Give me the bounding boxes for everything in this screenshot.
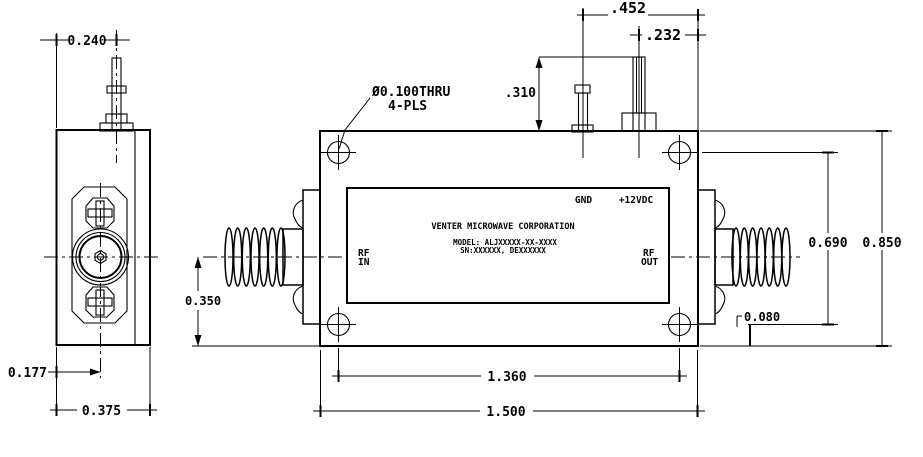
- side-body: [55, 129, 151, 346]
- rf-out-flange-scallop-bottom: [714, 285, 726, 315]
- rf-out-flange-scallop-top: [714, 199, 726, 229]
- dim-text-0350: 0.350: [185, 294, 221, 308]
- callout-leader: [338, 97, 371, 150]
- mounting-hole-bottom-right: [662, 307, 697, 342]
- dim-text-0690: 0.690: [808, 236, 847, 251]
- dim-text-1500: 1.500: [486, 405, 525, 420]
- dim-side-body-width: 0.375: [50, 404, 157, 419]
- dim-text-0080: 0.080: [744, 310, 780, 324]
- screw-top-outline: [85, 197, 115, 229]
- dim-text-0375: 0.375: [82, 404, 121, 419]
- rf-in-flange-scallop-top: [292, 199, 304, 229]
- screw-bottom-outline: [85, 286, 115, 318]
- rf-out-connector: [671, 189, 800, 325]
- dim-body-height: 0.850: [862, 130, 902, 347]
- label-company: VENTER MICROWAVE CORPORATION: [431, 222, 574, 232]
- side-pin: [99, 30, 134, 163]
- mounting-hole-bottom-left: [321, 307, 356, 342]
- mounting-hole-top-left: [321, 135, 356, 170]
- gnd-pin: [571, 8, 594, 158]
- side-view: 0.240 0.177 0.375: [8, 30, 162, 419]
- dim-text-310: .310: [505, 86, 536, 101]
- rf-in-connector: [203, 189, 345, 325]
- dim-body-length: 1.500: [313, 405, 705, 420]
- label-rf-out-1: RF: [643, 248, 655, 259]
- front-view: GND +12VDC VENTER MICROWAVE CORPORATION …: [185, 0, 902, 420]
- dim-hole-span-vertical: 0.690: [808, 151, 848, 326]
- dim-side-connector-center: 0.177: [8, 366, 101, 381]
- mounting-hole-top-right: [662, 135, 697, 170]
- dim-hole-span-horizontal: 1.360: [332, 370, 687, 385]
- dim-text-0850: 0.850: [862, 236, 901, 251]
- screw-bottom-cross-h: [87, 297, 113, 307]
- label-rf-in-2: IN: [358, 257, 370, 268]
- label-text: GND +12VDC VENTER MICROWAVE CORPORATION …: [358, 195, 658, 268]
- label-supply: +12VDC: [619, 195, 654, 206]
- dim-text-0177: 0.177: [8, 366, 47, 381]
- callout-text-1: Ø0.100THRU: [371, 85, 450, 100]
- label-rf-out-2: OUT: [641, 257, 658, 268]
- label-gnd: GND: [575, 195, 592, 206]
- label-serial: SN:XXXXXX, DEXXXXXX: [460, 246, 546, 255]
- label-rf-in-1: RF: [358, 248, 370, 259]
- dim-side-pin-center: 0.240: [40, 33, 130, 128]
- dim-connector-center-height: 0.350: [185, 257, 320, 347]
- dim-text-0240: 0.240: [67, 34, 106, 49]
- sma-flange-outline: [71, 186, 128, 324]
- dim-dc-pin-to-edge: .232: [630, 26, 706, 44]
- label-model: MODEL: ALJXXXXX-XX-XXXX: [453, 238, 557, 247]
- mounting-holes: [321, 135, 697, 342]
- dc-feedthru-pin: [621, 26, 657, 158]
- side-sma-face: [44, 183, 162, 378]
- dim-text-1360: 1.360: [487, 370, 526, 385]
- callout-mounting-holes: Ø0.100THRU 4-PLS: [338, 85, 450, 150]
- dim-pin-height: .310: [505, 56, 634, 131]
- label-plate: [346, 187, 670, 304]
- callout-text-2: 4-PLS: [388, 99, 427, 114]
- dim-hole-edge-offset: 0.080: [736, 310, 780, 346]
- dim-text-452: .452: [610, 0, 646, 17]
- dim-text-232: .232: [645, 26, 681, 44]
- rf-in-flange-scallop-bottom: [292, 285, 304, 315]
